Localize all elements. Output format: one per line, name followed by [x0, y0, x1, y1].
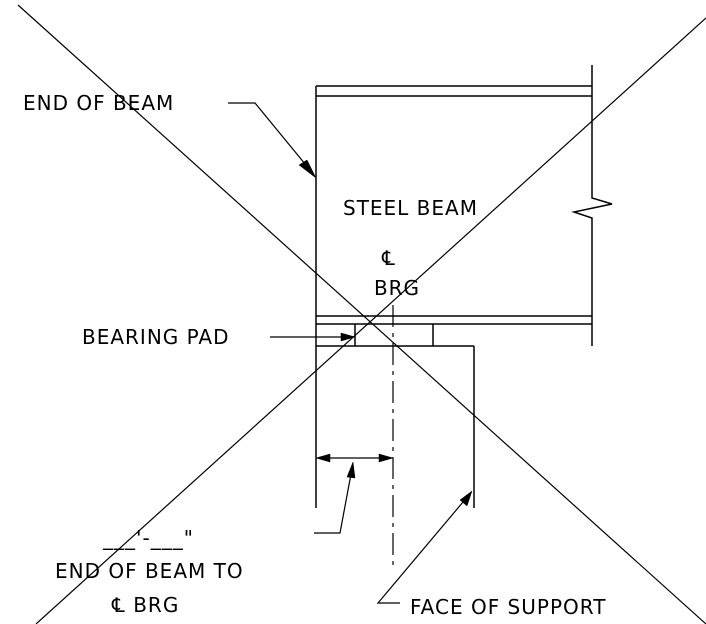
label-cl-brg: BRG [374, 276, 420, 300]
label-end-of-beam: END OF BEAM [23, 91, 174, 115]
label-cl-symbol: ℄ [381, 246, 396, 270]
support [315, 345, 475, 508]
label-steel-beam: STEEL BEAM [343, 196, 478, 220]
label-face-of-support: FACE OF SUPPORT [410, 595, 606, 619]
bearing-pad [354, 324, 434, 346]
cross-out-line-right [35, 17, 706, 624]
steel-beam [315, 85, 592, 347]
leader-end-of-beam [228, 102, 317, 179]
label-end-of-beam-to: END OF BEAM TO [55, 559, 244, 583]
beam-break-line [571, 65, 613, 346]
label-dimension-blank: ___'-___" [102, 526, 194, 550]
leader-bearing-pad [270, 332, 356, 342]
leader-face-of-support [376, 490, 473, 604]
cross-out-line-left [17, 4, 706, 624]
leader-dimension-label [314, 461, 356, 534]
label-bearing-pad: BEARING PAD [82, 325, 230, 349]
dimension-line [315, 453, 394, 463]
label-cl-brg-bottom: ℄ BRG [111, 593, 179, 617]
